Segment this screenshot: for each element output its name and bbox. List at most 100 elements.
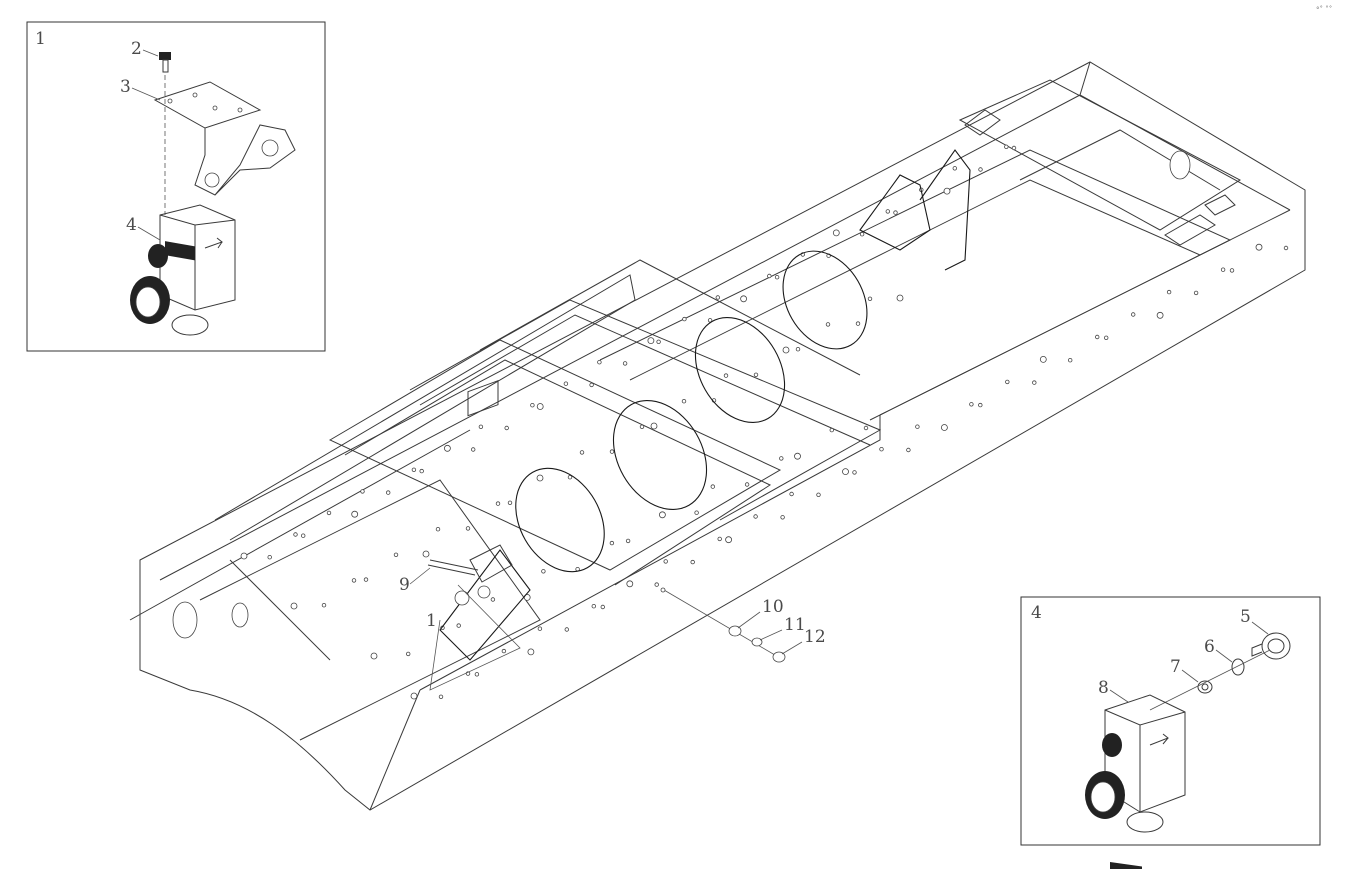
rivet-hole xyxy=(474,672,480,677)
rivet-hole xyxy=(589,382,594,388)
rivet-hole xyxy=(1283,245,1289,251)
center-callouts: 9 1 10 11 12 xyxy=(399,567,826,655)
rivet-hole xyxy=(789,491,794,497)
rivet-hole xyxy=(411,467,417,472)
rivet-hole xyxy=(422,550,430,558)
rivet-hole xyxy=(842,468,849,476)
rivet-hole xyxy=(326,510,332,516)
rivet-hole xyxy=(501,648,507,654)
rivet-hole xyxy=(321,603,327,608)
rivet-hole xyxy=(943,187,951,195)
bracket-icon xyxy=(153,81,296,196)
rivet-hole xyxy=(478,424,484,429)
rivet-hole xyxy=(456,623,461,628)
rivet-hole xyxy=(370,652,378,660)
chassis-frame xyxy=(129,61,1306,811)
washer-icon xyxy=(1197,680,1213,694)
rivet-hole xyxy=(626,580,634,588)
rivet-hole xyxy=(867,296,873,301)
rivet-hole xyxy=(541,569,546,574)
rivet-hole xyxy=(663,559,668,564)
rivet-hole xyxy=(795,347,801,352)
rivet-hole xyxy=(536,403,544,410)
rivet-hole xyxy=(267,555,272,560)
rivet-hole xyxy=(782,346,790,354)
callout-2: 2 xyxy=(131,39,142,59)
detail-4-label: 4 xyxy=(1031,603,1042,623)
rivet-hole xyxy=(855,321,861,326)
watermark xyxy=(439,149,971,661)
detail-box-1: 1 2 3 xyxy=(26,21,326,352)
rivet-hole xyxy=(852,470,857,475)
callout-1-frame: 1 xyxy=(426,611,437,631)
callout-4: 4 xyxy=(126,215,137,235)
callout-9: 9 xyxy=(399,575,410,595)
rivet-hole xyxy=(780,515,785,520)
rivet-hole xyxy=(351,578,357,583)
rivet-hole xyxy=(301,533,306,538)
rivet-hole xyxy=(885,209,890,214)
rivet-hole xyxy=(609,449,615,454)
rivet-hole xyxy=(591,604,596,609)
rivet-hole xyxy=(893,210,898,215)
rivet-hole xyxy=(240,552,248,560)
rivet-hole xyxy=(650,422,658,430)
rivet-hole xyxy=(647,337,655,345)
rivet-hole xyxy=(829,427,834,433)
rivet-hole xyxy=(410,692,418,700)
rivet-hole xyxy=(774,275,780,280)
rivet-hole xyxy=(1039,355,1047,363)
rivet-hole xyxy=(681,399,687,404)
callout-7: 7 xyxy=(1170,657,1181,677)
rivet-hole xyxy=(656,339,661,344)
rivet-hole xyxy=(832,229,840,237)
rivet-hole xyxy=(293,532,298,537)
callout-10: 10 xyxy=(762,597,784,617)
rivet-hole xyxy=(579,450,585,455)
rivet-hole xyxy=(941,424,948,431)
rivet-hole xyxy=(406,651,411,657)
rivet-hole xyxy=(1156,311,1164,319)
rivet-hole xyxy=(495,501,501,506)
rivet-hole xyxy=(1004,144,1009,149)
rivet-hole xyxy=(723,373,729,378)
center-valve-assembly xyxy=(427,380,786,691)
rivet-hole xyxy=(563,381,569,386)
rivet-hole xyxy=(715,295,720,300)
rivet-hole xyxy=(419,468,424,474)
rivet-hole xyxy=(1032,380,1037,385)
rivet-hole xyxy=(1094,334,1100,340)
rivet-hole xyxy=(1193,290,1199,296)
frame-holes xyxy=(240,144,1289,700)
rivet-hole xyxy=(527,648,535,656)
rivet-hole xyxy=(567,475,573,480)
rivet-hole xyxy=(537,626,543,631)
rivet-hole xyxy=(622,361,628,366)
rivet-hole xyxy=(969,402,974,407)
rivet-hole xyxy=(952,166,957,171)
rivet-hole xyxy=(1011,145,1017,151)
rivet-hole xyxy=(360,489,365,494)
rivet-hole xyxy=(717,536,722,542)
rivet-hole xyxy=(779,456,784,461)
rivet-hole xyxy=(393,552,399,557)
rivet-hole xyxy=(1130,312,1136,317)
rivet-hole xyxy=(906,447,911,453)
rivet-hole xyxy=(690,559,695,565)
rivet-hole xyxy=(896,294,904,302)
callout-6: 6 xyxy=(1204,637,1215,657)
rivet-hole xyxy=(290,602,298,610)
rivet-hole xyxy=(659,511,666,519)
rivet-hole xyxy=(597,360,602,365)
rivet-hole xyxy=(625,538,631,544)
nut-icon xyxy=(1251,632,1291,660)
rivet-hole xyxy=(1166,289,1172,295)
rivet-hole xyxy=(443,444,451,452)
rivet-hole xyxy=(825,322,831,327)
rivet-hole xyxy=(978,402,983,408)
rivet-hole xyxy=(575,567,580,572)
rivet-hole xyxy=(859,231,865,237)
callout-3: 3 xyxy=(120,77,131,97)
rivet-hole xyxy=(490,597,496,602)
